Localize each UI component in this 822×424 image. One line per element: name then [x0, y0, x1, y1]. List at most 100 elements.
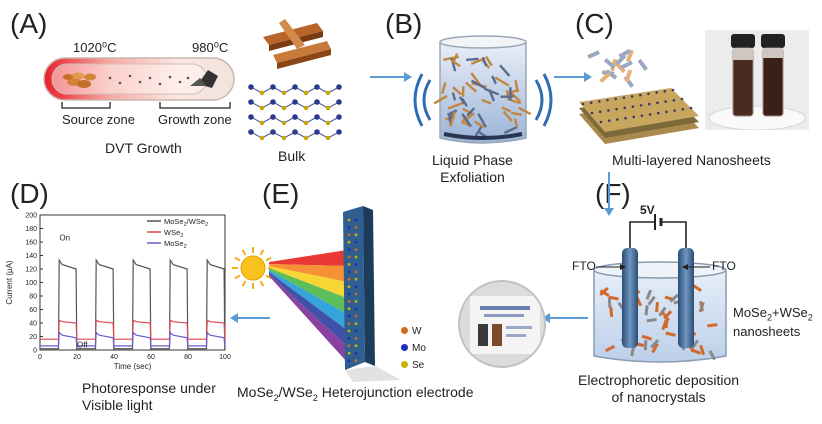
- sun-icon: [232, 247, 274, 289]
- arrow-c-to-f: [604, 172, 614, 216]
- circuit-wire-right: [662, 221, 687, 252]
- nanosheets-label: MoSe2+WSe2 nanosheets: [733, 305, 813, 340]
- y-tick-label: 200: [25, 213, 37, 220]
- panel-label-f: (F): [595, 178, 631, 209]
- x-axis-label: Time (sec): [114, 362, 152, 371]
- exfoliated-flakes: [433, 53, 532, 140]
- electrode-shadow: [345, 366, 401, 382]
- arrow-a-to-b: [370, 72, 412, 82]
- circuit-wire-left: [629, 221, 654, 252]
- panel-label-c: (C): [575, 8, 614, 39]
- liquid-exfoliation-beaker: [413, 35, 553, 144]
- vial-right: [761, 34, 785, 117]
- fto-pointer-arrows: [596, 264, 710, 270]
- photoresponse-caption: Photoresponse under Visible light: [82, 380, 216, 414]
- x-tick-label: 80: [184, 354, 192, 361]
- source-zone-bracket: [61, 102, 111, 109]
- photoresponse-caption-line2: Visible light: [82, 396, 153, 413]
- heterojunction-caption: MoSe2/WSe2 Heterojunction electrode: [237, 384, 474, 403]
- y-tick-label: 180: [25, 226, 37, 233]
- heterojunction-electrode-illustration: [232, 206, 401, 382]
- atom-legend-w: W: [401, 323, 426, 340]
- series-line: [40, 331, 226, 347]
- vials-photo: [705, 30, 809, 131]
- y-tick-label: 40: [29, 321, 37, 328]
- electrode-photo-illustration: [470, 296, 540, 354]
- w-atom-swatch: [401, 327, 408, 334]
- beaker: [439, 42, 527, 144]
- atom-legend-mo: Mo: [401, 340, 426, 357]
- x-tick-label: 100: [219, 354, 231, 361]
- x-tick-label: 40: [110, 354, 118, 361]
- dvt-furnace-illustration: [43, 57, 235, 109]
- arrow-f-to-e: [542, 313, 588, 323]
- y-tick-label: 20: [29, 334, 37, 341]
- panel-label-a: (A): [10, 8, 48, 39]
- x-tick-label: 20: [73, 354, 81, 361]
- photoresponse-chart: 0 20 40 60 80 100 120 140 160 180 200 0 20 40 60 80 100T…: [5, 213, 231, 372]
- source-temperature: 1020⁰C: [73, 40, 117, 55]
- bulk-caption: Bulk: [278, 148, 306, 164]
- series-line: [40, 319, 226, 340]
- y-tick-label: 100: [25, 280, 37, 287]
- panel-label-d: (D): [10, 178, 49, 209]
- series-line: [40, 258, 226, 350]
- dvt-growth-caption: DVT Growth: [105, 140, 182, 156]
- off-label: Off: [77, 340, 88, 349]
- voltage-label: 5V: [640, 203, 655, 217]
- nanosheets-illustration: [579, 48, 699, 144]
- on-label: On: [59, 234, 70, 243]
- bulk-crystal-chunks: [263, 19, 331, 69]
- legend-entry: MoSe2: [164, 239, 187, 250]
- photoresponse-caption-line1: Photoresponse under: [82, 380, 216, 396]
- floating-nanosheet-flakes: [587, 48, 648, 88]
- y-tick-label: 60: [29, 307, 37, 314]
- mo-atom-swatch: [401, 344, 408, 351]
- ultrasound-waves: [413, 73, 553, 127]
- x-tick-label: 0: [38, 354, 42, 361]
- arrow-b-to-c: [554, 72, 592, 82]
- arrow-e-to-d: [230, 313, 270, 323]
- x-tick-label: 60: [147, 354, 155, 361]
- fto-label-left: FTO: [572, 259, 596, 273]
- vial-left: [731, 34, 755, 117]
- light-spectrum-beam: [269, 250, 347, 362]
- legend-entry: MoSe2/WSe2: [164, 217, 208, 228]
- panel-label-e: (E): [262, 178, 300, 209]
- electrophoretic-deposition-cell: [593, 214, 727, 363]
- electrophoretic-caption: Electrophoretic deposition of nanocrysta…: [578, 372, 739, 406]
- source-zone-label: Source zone: [62, 112, 135, 127]
- electrode-slab: [343, 206, 375, 370]
- vials-photo-illustration: [708, 34, 806, 131]
- growth-temperature: 980⁰C: [192, 40, 229, 55]
- y-tick-label: 140: [25, 253, 37, 260]
- bulk-lattice: [248, 84, 342, 141]
- y-tick-label: 120: [25, 267, 37, 274]
- se-atom-swatch: [401, 361, 408, 368]
- grown-crystals: [190, 70, 218, 88]
- panel-label-b: (B): [385, 8, 423, 39]
- liquid-exfoliation-caption-line1: Liquid Phase: [432, 152, 513, 168]
- growth-zone-label: Growth zone: [158, 112, 232, 127]
- y-axis-label: Current (µA): [5, 260, 14, 305]
- electrophoretic-caption-line1: Electrophoretic deposition: [578, 372, 740, 388]
- y-tick-label: 80: [29, 294, 37, 301]
- bulk-crystal-illustration: [248, 19, 342, 141]
- fto-label-right: FTO: [712, 259, 736, 273]
- multilayer-nanosheets-caption: Multi-layered Nanosheets: [612, 152, 771, 168]
- source-powder: [63, 72, 96, 88]
- atom-legend-se: Se: [401, 357, 426, 374]
- stacked-nanosheets: [579, 88, 699, 144]
- liquid-exfoliation-caption: Liquid Phase Exfoliation: [432, 152, 513, 186]
- growth-zone-bracket: [159, 102, 231, 109]
- nanosheets-label-line2: nanosheets: [733, 323, 801, 339]
- vapor-particles: [108, 74, 190, 86]
- y-tick-label: 0: [33, 348, 37, 355]
- y-tick-label: 160: [25, 240, 37, 247]
- atom-legend: W Mo Se: [401, 323, 426, 374]
- electrode-photo: [458, 280, 546, 368]
- nanosheets-label-line1: MoSe2+WSe2: [733, 305, 813, 323]
- beaker-rim: [439, 35, 527, 49]
- liquid-exfoliation-caption-line2: Exfoliation: [440, 168, 505, 185]
- legend-entry: WSe2: [164, 228, 183, 239]
